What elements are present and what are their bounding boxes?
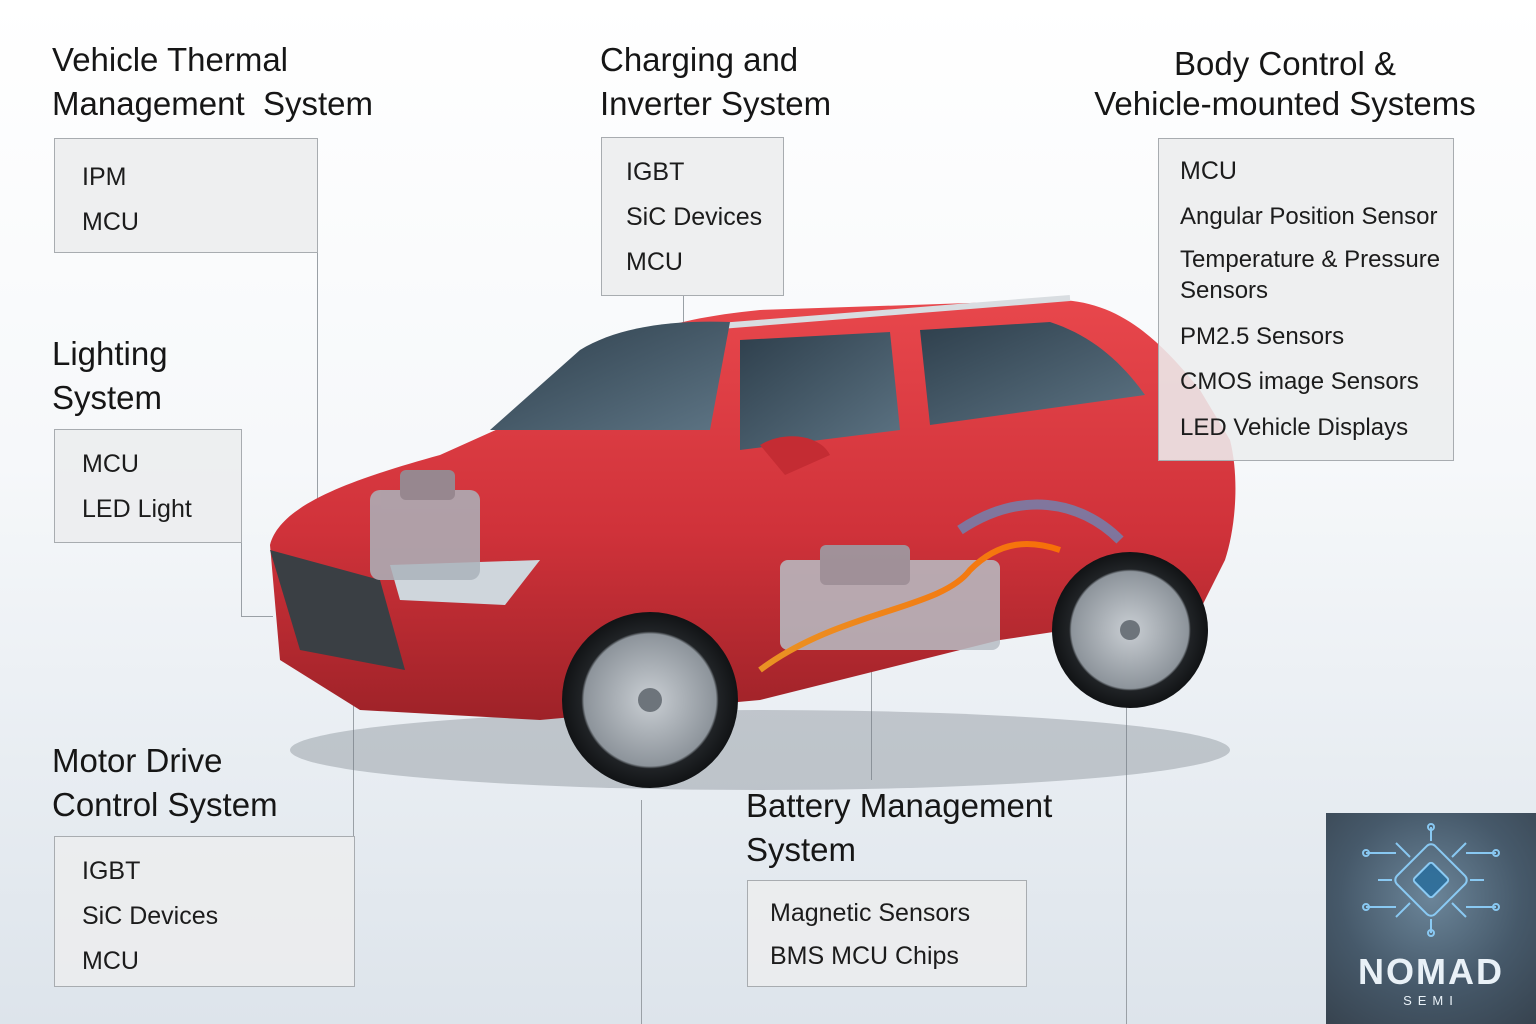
side-window-front: [740, 332, 900, 450]
lighting-item: LED Light: [82, 495, 192, 523]
battery-item: Magnetic Sensors: [770, 899, 971, 927]
battery-system-title: Battery Management System: [746, 787, 1053, 868]
body-item: LED Vehicle Displays: [1180, 414, 1409, 441]
lighting-system-box: MCU LED Light: [54, 429, 242, 543]
body-item: PM2.5 Sensors: [1180, 323, 1345, 350]
motor-system-title: Motor Drive Control System: [52, 742, 278, 823]
motor-system-box: IGBT SiC Devices MCU: [54, 836, 355, 987]
connector-battery-vertical: [871, 640, 872, 780]
engine-block: [370, 490, 480, 580]
body-item: MCU: [1180, 157, 1237, 185]
body-item: CMOS image Sensors: [1180, 368, 1419, 395]
connector-motor-vertical: [353, 700, 354, 837]
side-window-rear: [920, 322, 1145, 425]
motor-item: MCU: [82, 947, 139, 975]
battery-system-box: Magnetic Sensors BMS MCU Chips: [747, 880, 1027, 987]
body-item: Angular Position Sensor: [1180, 203, 1438, 230]
battery-item: BMS MCU Chips: [770, 942, 959, 970]
lighting-item: MCU: [82, 450, 139, 478]
charging-system-box: IGBT SiC Devices MCU: [601, 137, 784, 296]
thermal-item: IPM: [82, 163, 127, 191]
charging-item: MCU: [626, 248, 683, 276]
connector-lighting-vertical: [241, 542, 242, 617]
windshield: [490, 321, 730, 430]
nomad-semi-logo: NOMAD SEMI: [1326, 813, 1536, 1024]
connector-right-bottom: [1126, 660, 1127, 1024]
body-system-box: MCU Angular Position Sensor Temperature …: [1158, 138, 1454, 461]
internal-components: [370, 470, 1124, 673]
logo-sub: SEMI: [1403, 993, 1459, 1008]
motor-item: IGBT: [82, 857, 141, 885]
car-shadow: [290, 710, 1230, 790]
chip-icon: [1362, 823, 1500, 937]
lighting-system-title: Lighting System: [52, 335, 168, 416]
car-illustration: [270, 295, 1236, 790]
body-item: Temperature & Pressure Sensors: [1180, 246, 1441, 304]
body-system-title: Body Control & Vehicle-mounted Systems: [1094, 45, 1476, 122]
charging-system-title: Charging and Inverter System: [600, 41, 832, 122]
motor-item: SiC Devices: [82, 902, 219, 930]
connector-thermal-vertical: [317, 252, 318, 562]
connector-lighting-horizontal: [241, 616, 273, 617]
front-grille: [270, 550, 405, 670]
charging-item: SiC Devices: [626, 203, 763, 231]
roof-rail: [669, 295, 1071, 333]
thermal-item: MCU: [82, 208, 139, 236]
thermal-system-box: IPM MCU: [54, 138, 318, 253]
thermal-system-title: Vehicle Thermal Management System: [52, 41, 373, 122]
blue-energy: [957, 499, 1124, 544]
logo-name: NOMAD: [1358, 951, 1504, 992]
orange-cable: [758, 541, 1061, 673]
side-mirror: [760, 436, 830, 475]
connector-left-bottom: [641, 800, 642, 1024]
charging-item: IGBT: [626, 158, 685, 186]
